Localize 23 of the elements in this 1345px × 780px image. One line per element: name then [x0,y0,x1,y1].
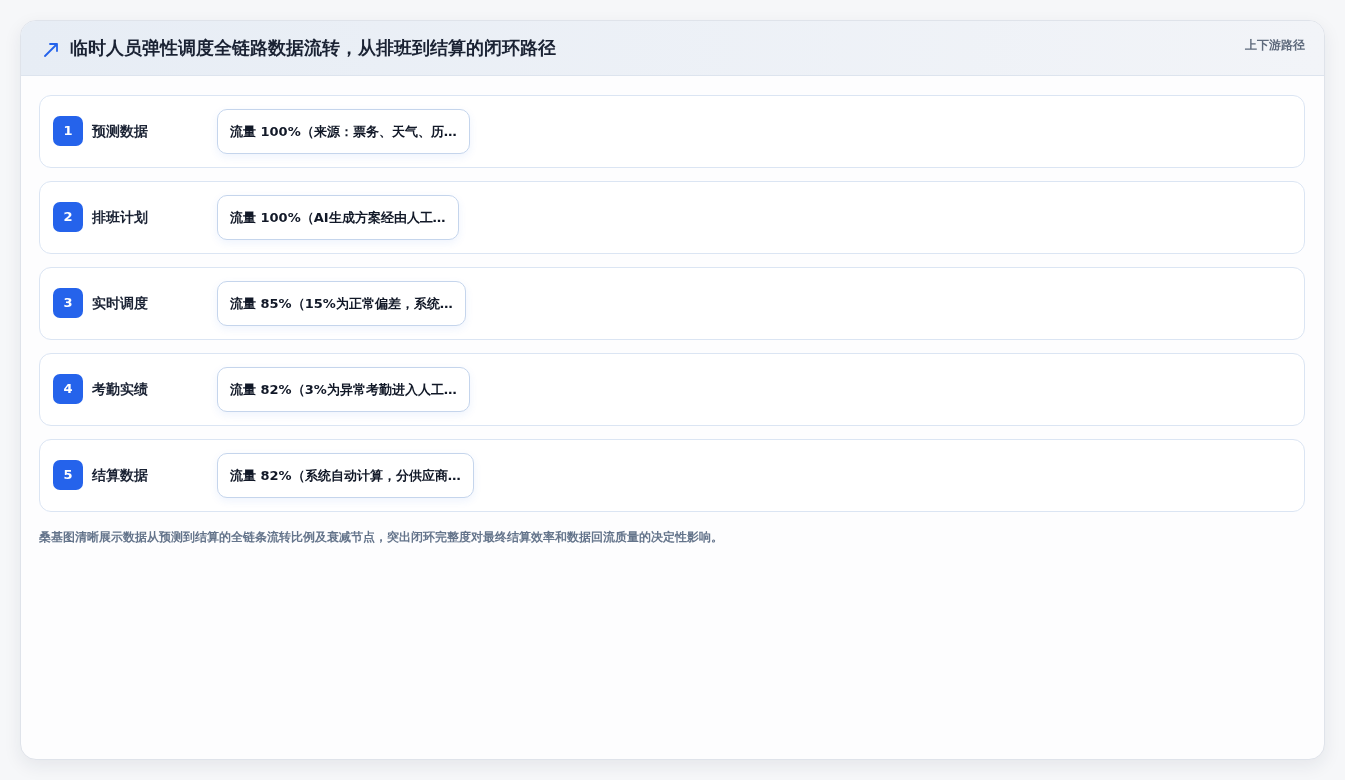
stage-label: 预测数据 [92,122,148,140]
step-badge: 2 [53,202,83,232]
step-badge: 5 [53,460,83,490]
stage-label: 考勤实绩 [92,380,148,398]
caption: 桑基图清晰展示数据从预测到结算的全链条流转比例及衰减节点，突出闭环完整度对最终结算效率和数据回流质量的决定性影响。 [39,529,723,545]
stage-row [39,95,1305,168]
step-badge: 4 [53,374,83,404]
flow-value-pill: 流量 85%（15%为正常偏差，系统… [217,281,466,326]
title: 临时人员弹性调度全链路数据流转，从排班到结算的闭环路径 [70,36,556,60]
stage-label: 排班计划 [92,208,148,226]
section-tag: 上下游路径 [1245,37,1305,53]
stage-row [39,181,1305,254]
step-badge: 3 [53,288,83,318]
stage-row [39,439,1305,512]
flow-value-pill: 流量 100%（AI生成方案经由人工… [217,195,459,240]
flow-value-pill: 流量 82%（系统自动计算，分供应商… [217,453,474,498]
flow-value-pill: 流量 82%（3%为异常考勤进入人工… [217,367,470,412]
flow-value-pill: 流量 100%（来源：票务、天气、历… [217,109,470,154]
stage-row [39,353,1305,426]
stage-label: 实时调度 [92,294,148,312]
stage-label: 结算数据 [92,466,148,484]
step-badge: 1 [53,116,83,146]
stage-row [39,267,1305,340]
